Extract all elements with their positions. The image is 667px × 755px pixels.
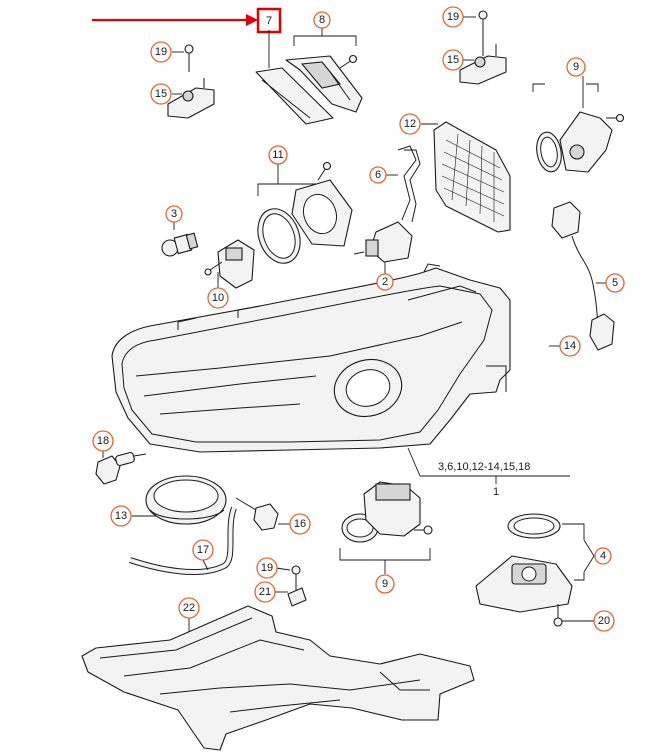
svg-text:21: 21 <box>259 586 271 598</box>
callout-11[interactable]: 11 <box>268 145 288 165</box>
part-8-bracket[interactable] <box>285 28 363 113</box>
callout-19-right[interactable]: 19 <box>442 6 464 28</box>
svg-text:19: 19 <box>155 46 167 58</box>
part-17-hose[interactable] <box>129 506 237 575</box>
part-5-wiring-harness[interactable] <box>551 201 615 351</box>
screw-icon <box>291 565 301 590</box>
callout-13[interactable]: 13 <box>110 505 132 527</box>
part-2-igniter[interactable] <box>353 221 413 274</box>
callout-19-left[interactable]: 19 <box>150 41 172 63</box>
screw-icon <box>184 44 194 72</box>
callout-9-upper[interactable]: 9 <box>566 57 586 77</box>
svg-text:13: 13 <box>115 510 127 522</box>
callout-21[interactable]: 21 <box>254 581 276 603</box>
svg-text:9: 9 <box>382 578 388 590</box>
svg-text:15: 15 <box>155 88 167 100</box>
callout-12[interactable]: 12 <box>399 113 421 135</box>
callout-19-lower[interactable]: 19 <box>256 557 278 579</box>
part-14-seal-strip[interactable] <box>529 299 560 389</box>
screw-icon <box>606 113 625 123</box>
screw-icon <box>339 54 358 69</box>
callout-labels: 7 8 19 15 19 15 9 12 <box>92 6 625 632</box>
highlight-pointer-arrow <box>92 14 258 26</box>
part-4-control-unit[interactable] <box>475 513 595 613</box>
callout-20[interactable]: 20 <box>593 610 615 632</box>
part-9-lower-module[interactable] <box>339 481 433 574</box>
part-6-retaining-clip[interactable] <box>386 145 421 223</box>
svg-text:19: 19 <box>261 562 273 574</box>
screw-icon <box>317 161 332 181</box>
part-9-upper-module[interactable] <box>532 76 625 174</box>
callout-15-right[interactable]: 15 <box>442 49 464 71</box>
svg-text:1: 1 <box>493 486 499 498</box>
callout-9-lower[interactable]: 9 <box>375 574 395 594</box>
svg-text:9: 9 <box>573 61 579 73</box>
screw-icon <box>414 525 433 535</box>
screw-icon <box>478 10 488 56</box>
svg-text:4: 4 <box>600 550 606 562</box>
svg-text:5: 5 <box>612 277 618 289</box>
svg-text:15: 15 <box>447 54 459 66</box>
svg-text:7: 7 <box>266 15 272 27</box>
svg-text:11: 11 <box>272 149 283 161</box>
svg-text:6: 6 <box>375 169 381 181</box>
svg-text:3: 3 <box>171 208 177 220</box>
headlight-housing[interactable] <box>111 263 511 453</box>
part-22-lower-carrier[interactable] <box>81 605 475 751</box>
svg-text:2: 2 <box>382 276 388 288</box>
callout-1[interactable]: 1 <box>493 486 499 498</box>
callout-8[interactable]: 8 <box>313 11 331 29</box>
svg-text:14: 14 <box>564 340 576 352</box>
callout-2[interactable]: 2 <box>376 273 394 291</box>
svg-text:20: 20 <box>598 615 610 627</box>
part-13-ring-cover[interactable] <box>132 475 227 525</box>
callout-22[interactable]: 22 <box>178 597 200 619</box>
group-1-bracket: 3,6,10,12-14,15,18 <box>407 447 570 484</box>
part-7-trim-strip[interactable] <box>255 30 334 125</box>
group-1-parts-list: 3,6,10,12-14,15,18 <box>438 461 530 473</box>
left-adjuster-assembly[interactable] <box>167 44 215 119</box>
part-11-projector-collar[interactable] <box>251 161 353 270</box>
part-3-bulb[interactable] <box>161 222 199 257</box>
callout-18[interactable]: 18 <box>92 430 114 452</box>
callout-17[interactable]: 17 <box>192 539 214 561</box>
svg-text:19: 19 <box>447 11 459 23</box>
part-18-side-bulb[interactable] <box>95 450 147 485</box>
callout-14[interactable]: 14 <box>559 335 581 357</box>
svg-text:16: 16 <box>294 518 306 530</box>
part-16-connector[interactable] <box>235 497 290 531</box>
part-10-bulb-socket[interactable] <box>204 239 255 290</box>
part-19-21-screw-clip[interactable] <box>274 565 307 607</box>
callout-3[interactable]: 3 <box>165 205 183 223</box>
callout-7[interactable]: 7 <box>266 15 272 27</box>
svg-text:12: 12 <box>404 118 416 130</box>
svg-text:17: 17 <box>197 544 209 556</box>
svg-text:18: 18 <box>97 435 109 447</box>
part-12-grille-cover[interactable] <box>421 121 511 233</box>
svg-text:22: 22 <box>183 602 195 614</box>
svg-text:8: 8 <box>319 14 325 26</box>
callout-16[interactable]: 16 <box>289 513 311 535</box>
callout-6[interactable]: 6 <box>369 166 387 184</box>
svg-text:10: 10 <box>212 292 224 304</box>
part-20-screw[interactable] <box>553 604 594 627</box>
callout-15-left[interactable]: 15 <box>150 83 172 105</box>
callout-5[interactable]: 5 <box>605 273 625 293</box>
right-adjuster-assembly[interactable] <box>459 10 507 85</box>
callout-10[interactable]: 10 <box>207 287 229 309</box>
callout-4[interactable]: 4 <box>594 547 612 565</box>
